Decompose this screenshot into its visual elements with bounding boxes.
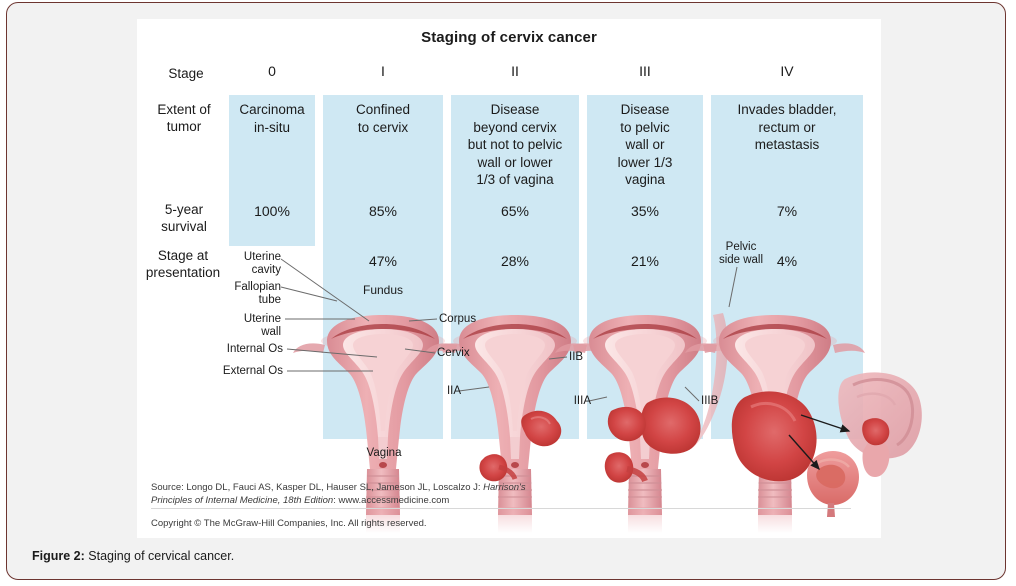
survival-cell-0: 100% xyxy=(254,203,290,219)
anatomy-illustrations xyxy=(280,258,922,534)
row-label-extent: Extent of tumor xyxy=(157,102,211,134)
extent-cell-3: Disease to pelvic wall or lower 1/3 vagi… xyxy=(617,102,673,187)
extent-cell-4: Invades bladder, rectum or metastasis xyxy=(737,102,837,152)
source-citation: Source: Longo DL, Fauci AS, Kasper DL, H… xyxy=(151,481,851,530)
extent-cell-0: Carcinoma in-situ xyxy=(239,102,305,135)
label-internal-os: Internal Os xyxy=(226,343,283,355)
survival-cell-3: 35% xyxy=(630,203,660,219)
label-pelvic-side-wall: Pelvic side wall xyxy=(718,241,764,266)
presentation-cell-4: 4% xyxy=(776,253,798,269)
label-uterine-wall: Uterine wall xyxy=(243,313,281,338)
uterus-illustration-stage-2 xyxy=(424,314,606,534)
row-label-stage: Stage xyxy=(168,66,204,81)
extent-cell-1: Confined to cervix xyxy=(355,102,411,135)
stage-header-0: 0 xyxy=(268,63,276,79)
figure-title: Staging of cervix cancer xyxy=(421,29,597,46)
column-panel-stage-0 xyxy=(229,95,315,246)
figure-card: Staging of cervix cancer Stage Extent of… xyxy=(6,2,1006,580)
presentation-cell-3: 21% xyxy=(630,253,660,269)
caption-text: Staging of cervical cancer. xyxy=(84,549,235,563)
source-title-2: Principles of Internal Medicine, 18th Ed… xyxy=(151,495,334,506)
source-copyright: Copyright © The McGraw-Hill Companies, I… xyxy=(151,518,427,529)
presentation-cell-1: 47% xyxy=(368,253,398,269)
label-fundus: Fundus xyxy=(362,283,404,297)
survival-cell-1: 85% xyxy=(368,203,398,219)
stage-header-2: II xyxy=(511,63,519,79)
label-stage-iiib: IIIB xyxy=(701,395,719,407)
source-url: : www.accessmedicine.com xyxy=(333,495,450,506)
extent-cell-2: Disease beyond cervix but not to pelvic … xyxy=(467,102,563,187)
stage-header-4: IV xyxy=(780,63,794,79)
source-prefix: Source: Longo DL, Fauci AS, Kasper DL, H… xyxy=(151,482,484,493)
presentation-cell-2: 28% xyxy=(500,253,530,269)
figure-caption: Figure 2: Staging of cervical cancer. xyxy=(32,549,234,563)
label-stage-iiia: IIIA xyxy=(573,395,591,407)
label-cervix: Cervix xyxy=(437,347,470,359)
survival-cell-2: 65% xyxy=(500,203,530,219)
source-title-1: Harrison's xyxy=(483,482,526,493)
row-label-presentation: Stage at presentation xyxy=(145,248,221,280)
source-line-2: Principles of Internal Medicine, 18th Ed… xyxy=(151,494,851,507)
label-uterine-cavity: Uterine cavity xyxy=(243,251,281,276)
stage-header-1: I xyxy=(381,63,385,79)
label-stage-iia: IIA xyxy=(446,385,461,397)
figure-panel: Staging of cervix cancer Stage Extent of… xyxy=(137,19,922,538)
label-corpus: Corpus xyxy=(439,313,477,325)
label-external-os: External Os xyxy=(222,365,283,377)
row-label-survival: 5-year survival xyxy=(161,202,207,234)
source-divider xyxy=(151,508,851,509)
label-vagina: Vagina xyxy=(366,447,402,459)
survival-cell-4: 7% xyxy=(776,203,798,219)
source-line-1: Source: Longo DL, Fauci AS, Kasper DL, H… xyxy=(151,481,851,494)
staging-table: Stage Extent of tumor 5-year survival St… xyxy=(137,19,922,534)
label-stage-iib: IIB xyxy=(569,351,584,363)
label-fallopian-tube: Fallopian tube xyxy=(234,281,281,306)
uterus-illustration-stage-3 xyxy=(554,313,736,534)
caption-label: Figure 2: xyxy=(32,549,85,563)
stage-header-3: III xyxy=(639,63,651,79)
leader-lines xyxy=(280,258,438,372)
uterus-illustration-stage-4 xyxy=(684,314,922,534)
